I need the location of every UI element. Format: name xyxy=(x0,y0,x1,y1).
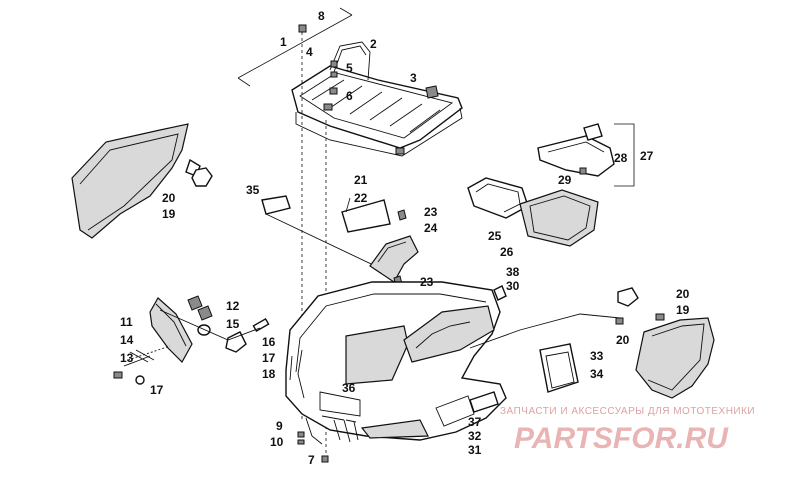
light-11 xyxy=(149,297,193,363)
decal-33-34 xyxy=(539,343,579,393)
decal-38-hood xyxy=(403,305,495,363)
callout-19-left: 19 xyxy=(162,207,176,221)
nut-6 xyxy=(329,87,338,95)
callout-25: 25 xyxy=(488,229,502,243)
callout-4: 4 xyxy=(306,45,313,59)
callout-3: 3 xyxy=(410,71,417,85)
storage-lid-28 xyxy=(537,123,615,177)
callout-18: 18 xyxy=(262,367,276,381)
callout-20-lower: 20 xyxy=(616,333,630,347)
front-body-panel xyxy=(285,281,507,445)
bolt-4 xyxy=(330,60,338,68)
watermark-brand: PARTSFOR.RU xyxy=(514,422,729,455)
callout-28: 28 xyxy=(614,151,628,165)
callout-23a: 23 xyxy=(424,205,438,219)
callout-31: 31 xyxy=(468,443,482,457)
callout-7: 7 xyxy=(308,453,315,467)
left-light-assembly xyxy=(113,295,270,385)
callout-12: 12 xyxy=(226,299,240,313)
fastener-left xyxy=(191,167,213,187)
callout-30: 30 xyxy=(506,279,520,293)
callout-1: 1 xyxy=(280,35,287,49)
callout-9: 9 xyxy=(276,419,283,433)
grommet-12b xyxy=(197,305,213,321)
nut-7 xyxy=(321,455,329,463)
callout-10: 10 xyxy=(270,435,284,449)
callout-20-left: 20 xyxy=(162,191,176,205)
callout-36: 36 xyxy=(342,381,356,395)
callout-17a: 17 xyxy=(262,351,276,365)
callout-29: 29 xyxy=(558,173,572,187)
callout-11: 11 xyxy=(120,315,133,329)
callout-21: 21 xyxy=(354,173,368,187)
callout-5: 5 xyxy=(346,61,353,75)
callout-38: 38 xyxy=(506,265,520,279)
decal-35 xyxy=(261,195,291,215)
bolt-13 xyxy=(113,371,123,379)
callout-24: 24 xyxy=(424,221,438,235)
bolt-16 xyxy=(252,317,270,333)
callout-14: 14 xyxy=(120,333,134,347)
decal-36 xyxy=(345,325,409,385)
storage-bezel-25 xyxy=(467,177,529,219)
callout-17b: 17 xyxy=(150,383,164,397)
callout-34: 34 xyxy=(590,367,604,381)
grommet-12a xyxy=(187,295,203,311)
rack-hardware xyxy=(298,24,439,455)
callout-37: 37 xyxy=(468,415,482,429)
nut-9 xyxy=(297,431,305,438)
storage-bin-26 xyxy=(519,189,599,247)
callout-labels: 8 1 2 4 5 3 6 20 19 35 21 22 23 24 23 28… xyxy=(120,9,690,467)
decal-21-22 xyxy=(341,197,391,233)
left-fender-flare xyxy=(71,123,213,239)
watermark: ЗАПЧАСТИ И АКСЕССУАРЫ ДЛЯ МОТОТЕХНИКИ PA… xyxy=(500,406,755,455)
callout-15: 15 xyxy=(226,317,240,331)
callout-19-right: 19 xyxy=(676,303,690,317)
washer-17-left xyxy=(135,375,145,385)
bolt-3 xyxy=(425,85,439,99)
callout-13: 13 xyxy=(120,351,134,365)
front-rack xyxy=(291,41,463,157)
right-fender-flare xyxy=(615,287,715,399)
callout-22: 22 xyxy=(354,191,368,205)
callout-6: 6 xyxy=(346,89,353,103)
bolt-8 xyxy=(298,24,307,33)
watermark-tagline: ЗАПЧАСТИ И АКСЕССУАРЫ ДЛЯ МОТОТЕХНИКИ xyxy=(500,406,755,417)
callout-27: 27 xyxy=(640,149,654,163)
callout-26: 26 xyxy=(500,245,514,259)
nut-15 xyxy=(197,324,211,336)
bushing-18 xyxy=(225,331,247,353)
decal-37 xyxy=(469,391,499,413)
callout-20-right: 20 xyxy=(676,287,690,301)
callout-35: 35 xyxy=(246,183,260,197)
washer-10 xyxy=(297,439,305,445)
washer-5 xyxy=(330,71,338,78)
callout-23b: 23 xyxy=(420,275,434,289)
callout-32: 32 xyxy=(468,429,482,443)
callout-33: 33 xyxy=(590,349,604,363)
callout-2: 2 xyxy=(370,37,377,51)
callout-16: 16 xyxy=(262,335,276,349)
callout-8: 8 xyxy=(318,9,325,23)
